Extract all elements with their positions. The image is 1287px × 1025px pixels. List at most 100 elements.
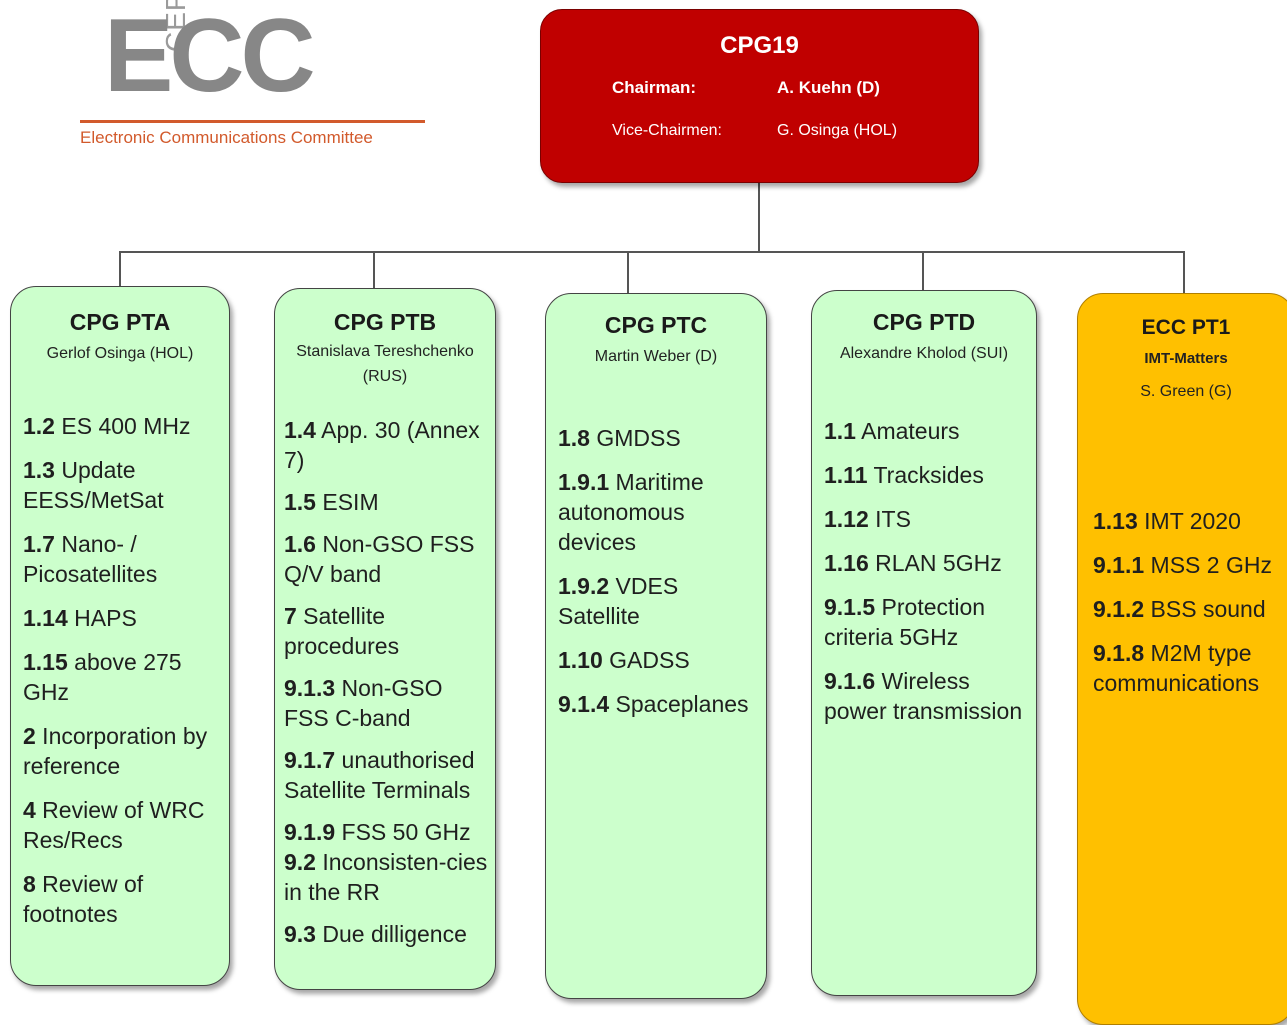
item-text: ES 400 MHz xyxy=(54,413,191,439)
list-item: 9.1.4 Spaceplanes xyxy=(558,689,764,719)
item-number: 9.1.9 xyxy=(284,819,336,845)
item-text: IMT 2020 xyxy=(1137,508,1241,534)
item-text: RLAN 5GHz xyxy=(868,550,1002,576)
list-item: 1.8 GMDSS xyxy=(558,423,764,453)
item-text: above 275 GHz xyxy=(23,649,182,705)
item-text: MSS 2 GHz xyxy=(1144,552,1272,578)
item-number: 8 xyxy=(23,871,36,897)
list-item: 1.1 Amateurs xyxy=(824,416,1034,446)
item-text: Wireless power transmission xyxy=(824,668,1023,724)
list-item: 1.2 ES 400 MHz xyxy=(23,411,227,441)
cpg19-box: CPG19 Chairman: A. Kuehn (D) Vice-Chairm… xyxy=(540,9,979,183)
item-text: HAPS xyxy=(67,605,137,631)
connector-pt1 xyxy=(1183,251,1185,293)
item-number: 9.1.3 xyxy=(284,675,336,701)
list-item: 9.1.5 Protection criteria 5GHz xyxy=(824,592,1034,652)
list-item: 1.9.2 VDES Satellite xyxy=(558,571,764,631)
item-text: Review of WRC Res/Recs xyxy=(23,797,205,853)
list-item: 9.1.7 unauthorised Satellite Terminals xyxy=(284,745,493,805)
item-text: Non-GSO FSS Q/V band xyxy=(284,531,475,587)
item-text: Incorporation by reference xyxy=(23,723,208,779)
item-text: App. 30 (Annex 7) xyxy=(284,417,480,473)
item-number: 4 xyxy=(23,797,36,823)
connector-pta xyxy=(119,251,121,287)
group-title: CPG PTB xyxy=(333,309,437,335)
item-text: GMDSS xyxy=(589,425,681,451)
item-number: 1.13 xyxy=(1093,508,1138,534)
list-item: 7 Satellite procedures xyxy=(284,601,493,661)
connector-ptd xyxy=(922,251,924,291)
item-number: 1.1 xyxy=(824,418,856,444)
item-text: BSS sound xyxy=(1144,596,1266,622)
item-list: 1.8 GMDSS 1.9.1 Maritime autonomous devi… xyxy=(558,423,764,733)
item-number: 1.14 xyxy=(23,605,68,631)
item-text: Due dilligence xyxy=(315,921,467,947)
list-item: 1.10 GADSS xyxy=(558,645,764,675)
list-item: 9.2 Inconsisten-cies in the RR xyxy=(284,847,493,907)
item-text: Protection criteria 5GHz xyxy=(824,594,986,650)
list-item: 1.16 RLAN 5GHz xyxy=(824,548,1034,578)
group-chair: Stanislava Tereshchenko (RUS) xyxy=(296,343,474,385)
group-chair: Alexandre Kholod (SUI) xyxy=(839,345,1009,362)
logo-full-name: Electronic Communications Committee xyxy=(80,128,373,147)
list-item: 8 Review of footnotes xyxy=(23,869,227,929)
group-pta: CPG PTA Gerlof Osinga (HOL) 1.2 ES 400 M… xyxy=(10,286,230,986)
list-item: 1.14 HAPS xyxy=(23,603,227,633)
item-text: Non-GSO FSS C-band xyxy=(284,675,443,731)
item-number: 1.9.2 xyxy=(558,573,610,599)
logo-rule xyxy=(80,120,425,123)
item-text: Amateurs xyxy=(855,418,960,444)
list-item: 1.3 Update EESS/MetSat xyxy=(23,455,227,515)
connector-trunk xyxy=(758,181,760,252)
item-number: 1.9.1 xyxy=(558,469,610,495)
item-text: GADSS xyxy=(602,647,690,673)
list-item: 1.11 Tracksides xyxy=(824,460,1034,490)
item-text: Spaceplanes xyxy=(609,691,749,717)
list-item: 9.1.3 Non-GSO FSS C-band xyxy=(284,673,493,733)
list-item: 1.7 Nano- / Picosatellites xyxy=(23,529,227,589)
list-item: 9.1.8 M2M type communications xyxy=(1093,638,1287,698)
group-title: CPG PTA xyxy=(69,309,171,335)
item-number: 9.1.8 xyxy=(1093,640,1145,666)
list-item: 1.9.1 Maritime autonomous devices xyxy=(558,467,764,557)
item-text: FSS 50 GHz xyxy=(335,819,471,845)
group-chair: S. Green (G) xyxy=(1140,383,1232,400)
group-title: ECC PT1 xyxy=(1141,316,1231,339)
item-list: 1.4 App. 30 (Annex 7) 1.5 ESIM 1.6 Non-G… xyxy=(284,415,493,963)
list-item: 1.12 ITS xyxy=(824,504,1034,534)
list-item: 1.15 above 275 GHz xyxy=(23,647,227,707)
group-ptc: CPG PTC Martin Weber (D) 1.8 GMDSS 1.9.1… xyxy=(545,293,767,999)
item-number: 9.3 xyxy=(284,921,316,947)
item-number: 1.7 xyxy=(23,531,55,557)
item-list: 1.1 Amateurs 1.11 Tracksides 1.12 ITS 1.… xyxy=(824,416,1034,740)
item-number: 1.8 xyxy=(558,425,590,451)
list-item: 1.5 ESIM xyxy=(284,487,493,517)
cpg19-title: CPG19 xyxy=(720,32,799,59)
group-ptd: CPG PTD Alexandre Kholod (SUI) 1.1 Amate… xyxy=(811,290,1037,996)
item-number: 9.2 xyxy=(284,849,316,875)
list-item: 1.6 Non-GSO FSS Q/V band xyxy=(284,529,493,589)
item-text: Update EESS/MetSat xyxy=(23,457,164,513)
item-number: 9.1.7 xyxy=(284,747,336,773)
group-pt1: ECC PT1 IMT-Matters S. Green (G) 1.13 IM… xyxy=(1077,293,1287,1025)
item-text: unauthorised Satellite Terminals xyxy=(284,747,475,803)
item-text: Maritime autonomous devices xyxy=(558,469,704,555)
item-number: 1.2 xyxy=(23,413,55,439)
connector-horizontal xyxy=(119,251,1185,253)
item-number: 9.1.2 xyxy=(1093,596,1145,622)
list-item: 2 Incorporation by reference xyxy=(23,721,227,781)
list-item: 9.1.6 Wireless power transmission xyxy=(824,666,1034,726)
item-number: 1.16 xyxy=(824,550,869,576)
list-item: 1.13 IMT 2020 xyxy=(1093,506,1287,536)
group-chair: Martin Weber (D) xyxy=(594,348,718,365)
list-item: 9.3 Due dilligence xyxy=(284,919,493,949)
item-number: 1.4 xyxy=(284,417,316,443)
list-item: 9.1.1 MSS 2 GHz xyxy=(1093,550,1287,580)
item-number: 1.10 xyxy=(558,647,603,673)
item-number: 1.3 xyxy=(23,457,55,483)
list-item: 1.4 App. 30 (Annex 7) xyxy=(284,415,493,475)
item-number: 1.5 xyxy=(284,489,316,515)
item-number: 9.1.6 xyxy=(824,668,876,694)
item-text: ITS xyxy=(868,506,911,532)
item-number: 1.6 xyxy=(284,531,316,557)
